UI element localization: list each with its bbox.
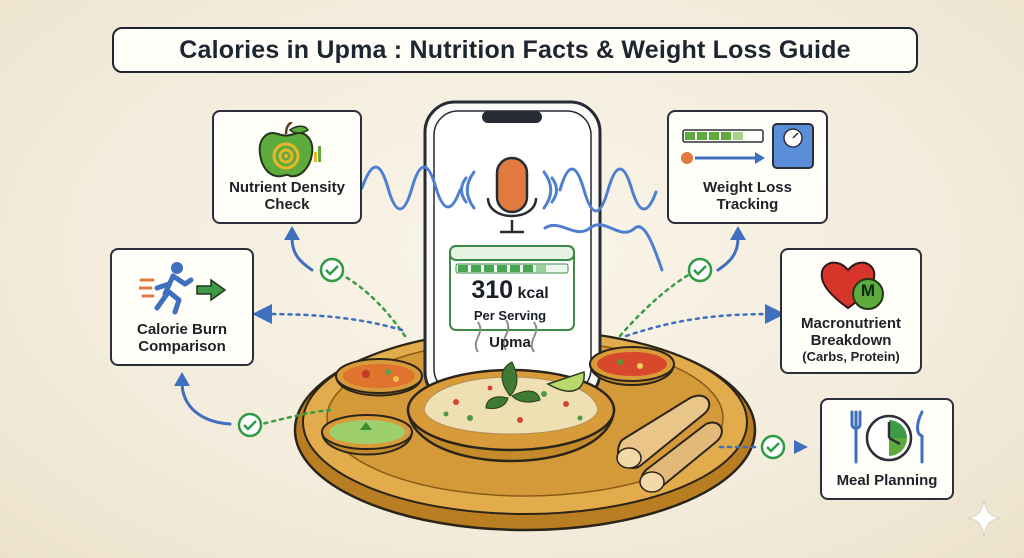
meal-planning-label: Meal Planning <box>837 472 938 489</box>
rolled-roti <box>616 394 723 493</box>
curry-bowl <box>334 358 424 397</box>
progress-bar-icon <box>455 263 569 274</box>
macronutrient-line2: Breakdown <box>810 332 892 349</box>
dal-bowl <box>588 346 676 386</box>
plate-clock-icon <box>850 410 924 464</box>
check-icon <box>687 257 713 283</box>
connectors <box>252 272 785 449</box>
steam <box>474 319 538 353</box>
macronutrient-line1: Macronutrient <box>800 315 901 332</box>
nutrient-density-line1: Nutrient Density <box>229 179 345 196</box>
macronutrient-card: M Macronutrient Breakdown (Carbs, Protei… <box>780 248 922 374</box>
weight-tracker-icon <box>681 123 814 169</box>
macronutrient-badge: M <box>860 281 876 300</box>
serving-label: Per Serving <box>473 308 547 323</box>
weight-loss-line1: Weight Loss <box>703 179 792 196</box>
weight-loss-label: Weight Loss Tracking <box>703 179 792 213</box>
arrow-heads <box>174 226 808 454</box>
calorie-burn-card: Calorie Burn Comparison <box>110 248 254 366</box>
page-title: Calories in Upma : Nutrition Facts & Wei… <box>179 35 851 64</box>
nutrient-density-card: Nutrient Density Check <box>212 110 362 224</box>
check-icon <box>319 257 345 283</box>
curved-arrows <box>180 236 740 426</box>
dish-name: Upma <box>489 334 531 351</box>
calorie-value: 310 kcal <box>462 276 558 305</box>
lime-wedge <box>546 370 585 392</box>
scale-icon <box>772 123 814 169</box>
macronutrient-label: Macronutrient Breakdown <box>801 315 901 349</box>
check-icon <box>237 412 263 438</box>
calorie-burn-line2: Comparison <box>138 338 226 355</box>
kcal-number: 310 <box>471 276 514 304</box>
nutrient-density-label: Nutrient Density Check <box>229 179 345 213</box>
sound-wave-right <box>542 167 664 272</box>
runner-icon <box>139 262 227 315</box>
progress-bar-icon <box>682 129 764 143</box>
meal-planning-card: Meal Planning <box>820 398 954 500</box>
weight-loss-card: Weight Loss Tracking <box>667 110 828 224</box>
calorie-burn-line1: Calorie Burn <box>136 321 227 338</box>
weight-loss-line2: Tracking <box>716 196 779 213</box>
calorie-display <box>449 245 575 331</box>
sparkle-icon <box>967 499 1001 537</box>
apple-target-icon <box>258 122 321 178</box>
heart-icon <box>820 261 884 310</box>
microphone-icon <box>486 156 538 234</box>
calorie-burn-label: Calorie Burn Comparison <box>137 321 227 355</box>
macronutrient-sublabel: (Carbs, Protein) <box>802 349 900 364</box>
upma-bowl <box>406 361 616 463</box>
nutrient-density-line2: Check <box>264 196 310 213</box>
check-icon <box>760 434 786 460</box>
title-banner: Calories in Upma : Nutrition Facts & Wei… <box>112 27 918 73</box>
chutney-bowl <box>320 414 414 456</box>
sound-wave-left <box>360 165 476 211</box>
kcal-unit: kcal <box>517 285 549 302</box>
meal-planning-line1: Meal Planning <box>836 472 938 489</box>
